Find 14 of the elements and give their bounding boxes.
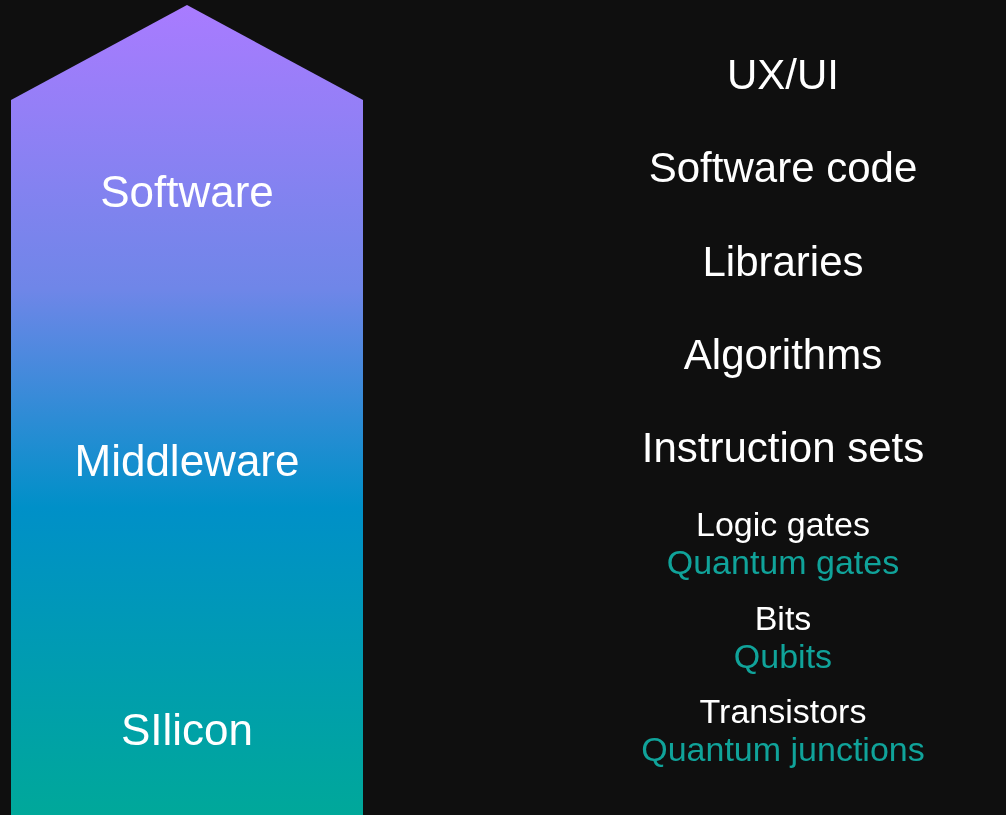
stack-layer-label: Qubits — [732, 639, 834, 673]
layer-label: Software — [99, 170, 275, 214]
stack-layer-label: UX/UI — [726, 54, 840, 96]
stack-layer-label: Algorithms — [682, 334, 884, 376]
stack-layer-label: Bits — [753, 601, 813, 635]
layer-label: SIlicon — [119, 708, 255, 752]
stack-layer-label: Libraries — [701, 241, 865, 283]
stack-layer-label: Quantum gates — [665, 545, 901, 579]
stack-layer-label: Transistors — [698, 694, 868, 728]
stack-layer-label: Software code — [647, 147, 919, 189]
stack-layer-label: Instruction sets — [640, 427, 926, 469]
stack-layer-label: Quantum junctions — [640, 732, 926, 766]
layer-label: Middleware — [73, 439, 301, 483]
stack-layer-label: Logic gates — [695, 507, 871, 541]
